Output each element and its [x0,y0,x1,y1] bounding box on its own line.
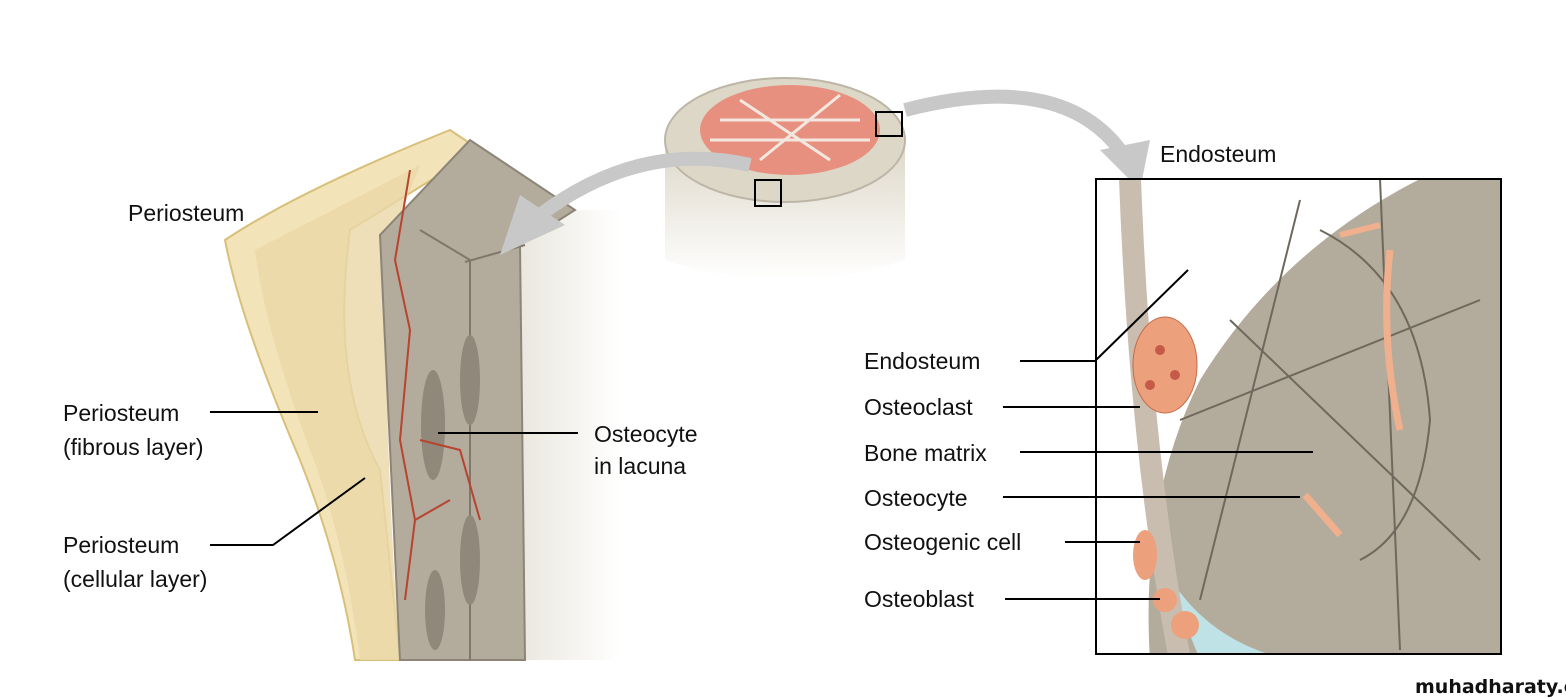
label-endosteum-title: Endosteum [1160,141,1276,167]
osteogenic-cell-shape [1133,530,1157,580]
bone-cylinder [664,77,906,280]
arrow-left-icon [535,151,752,221]
zoom-box-compact [754,179,782,207]
osteoclast-cell [1132,316,1198,414]
label-endosteum: Endosteum [864,348,980,374]
label-periosteum: Periosteum [128,200,244,226]
osteoblast-cell [1171,611,1199,639]
label-periosteum-fibrous-sub: (fibrous layer) [63,434,204,460]
label-osteocyte: Osteocyte [864,485,968,511]
label-osteoblast: Osteoblast [864,586,975,612]
spongy-bone [700,85,880,175]
label-osteocyte-lacuna: Osteocyte [594,421,698,447]
watermark: muhadharaty.com [1415,676,1566,698]
label-periosteum-fibrous: Periosteum [63,400,179,426]
endosteum-detail [1095,178,1502,655]
arrow-right-icon [903,89,1126,155]
compact-bone-section [223,128,620,661]
label-osteogenic-cell: Osteogenic cell [864,529,1021,555]
detail-frame [1095,178,1502,655]
label-osteocyte-lacuna-sub: in lacuna [594,453,686,479]
label-osteoclast: Osteoclast [864,394,973,420]
zoom-box-spongy [875,111,903,137]
label-periosteum-cellular: Periosteum [63,532,179,558]
label-periosteum-cellular-sub: (cellular layer) [63,566,207,592]
blood-vessel [393,169,417,601]
label-bone-matrix: Bone matrix [864,440,987,466]
